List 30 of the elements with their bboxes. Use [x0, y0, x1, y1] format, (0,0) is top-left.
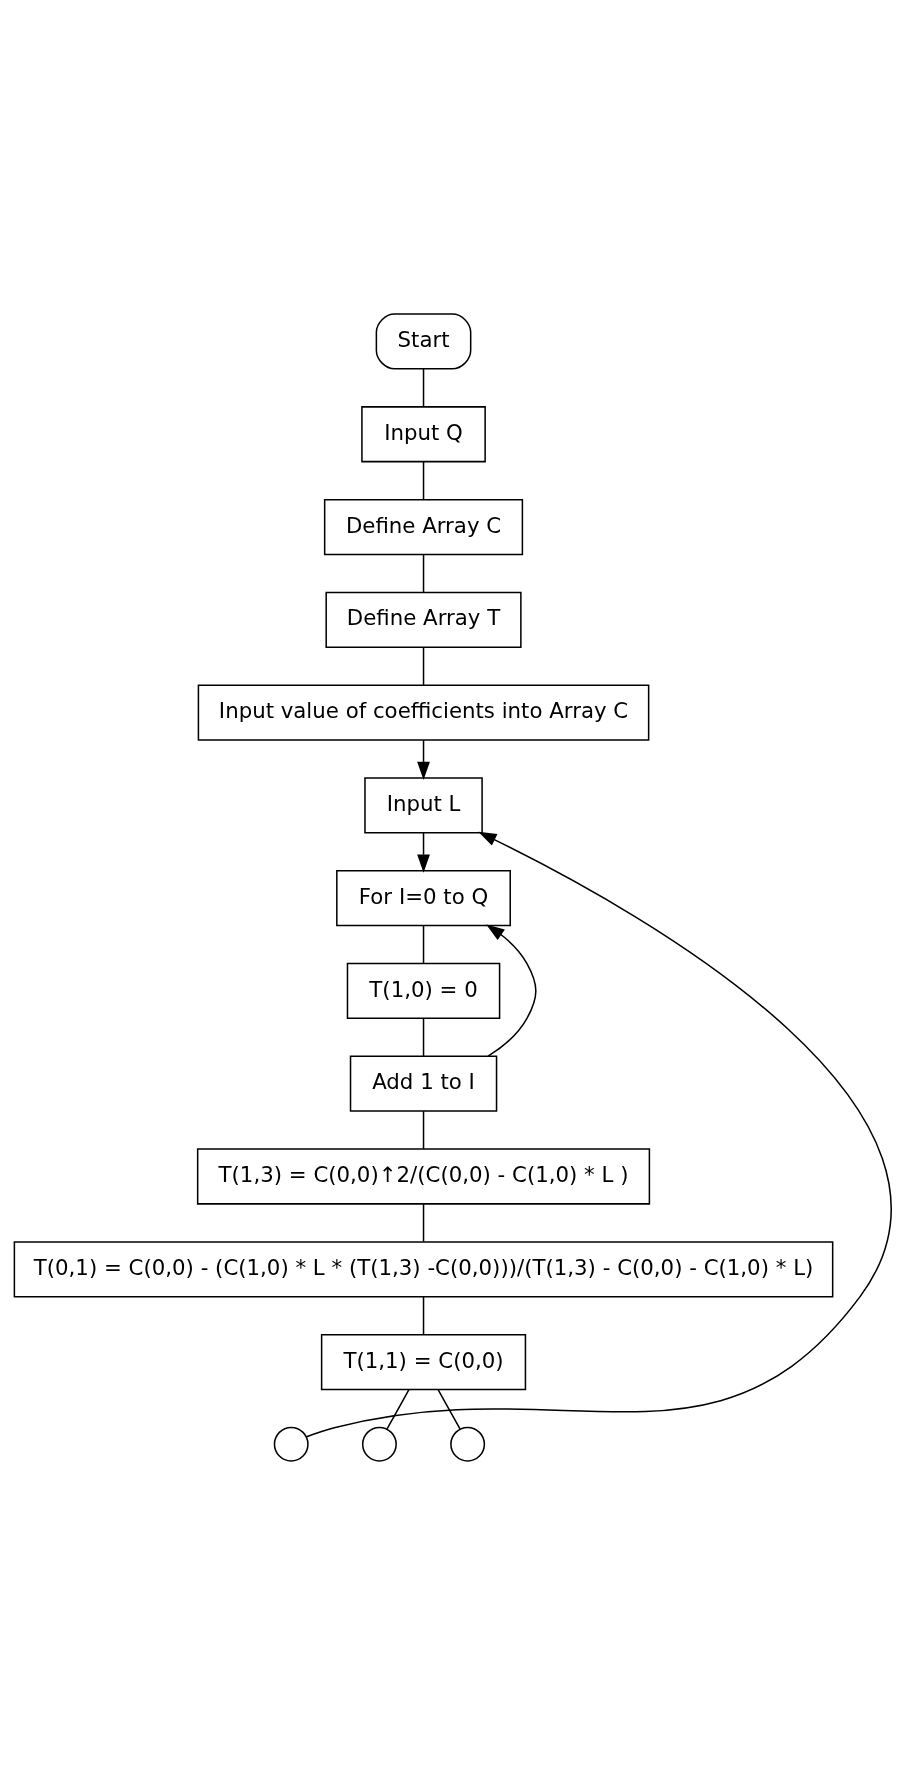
- connector: [386, 1388, 410, 1430]
- node-box: Define Array C: [323, 498, 524, 556]
- node-box: Input Q: [361, 406, 486, 463]
- connector: [422, 924, 425, 964]
- node-box: T(0,1) = C(0,0) - (C(1,0) * L * (T(1,3) -C(0,0)))/(T(1,3) - C(0,0) - C(1,0) * L): [13, 1241, 834, 1298]
- connector: [422, 1110, 425, 1150]
- connector: [422, 646, 425, 686]
- node-box: Input value of coefficients into Array C: [197, 684, 650, 741]
- node-circle: [361, 1426, 397, 1462]
- connector: [422, 1017, 425, 1057]
- connector: [422, 368, 425, 408]
- node-box: T(1,1) = C(0,0): [320, 1333, 527, 1391]
- arrow: [417, 739, 430, 780]
- connector: [437, 1388, 461, 1430]
- node-box: Define Array T: [325, 591, 522, 648]
- arrow: [486, 924, 537, 1057]
- node-circle: [450, 1426, 486, 1462]
- node-circle: [273, 1426, 309, 1462]
- connector: [422, 1296, 425, 1336]
- connector: [422, 553, 425, 593]
- connector: [422, 1203, 425, 1243]
- node-box: Input L: [364, 777, 483, 834]
- node-box: T(1,0) = 0: [346, 962, 501, 1020]
- node-box: For I=0 to Q: [336, 870, 511, 927]
- node-box: T(1,3) = C(0,0)↑2/(C(0,0) - C(1,0) * L ): [196, 1148, 651, 1205]
- node-box: Add 1 to I: [349, 1055, 498, 1112]
- arrow: [305, 831, 892, 1438]
- connector: [422, 460, 425, 501]
- node-box: Start: [375, 313, 472, 370]
- arrow: [417, 832, 430, 873]
